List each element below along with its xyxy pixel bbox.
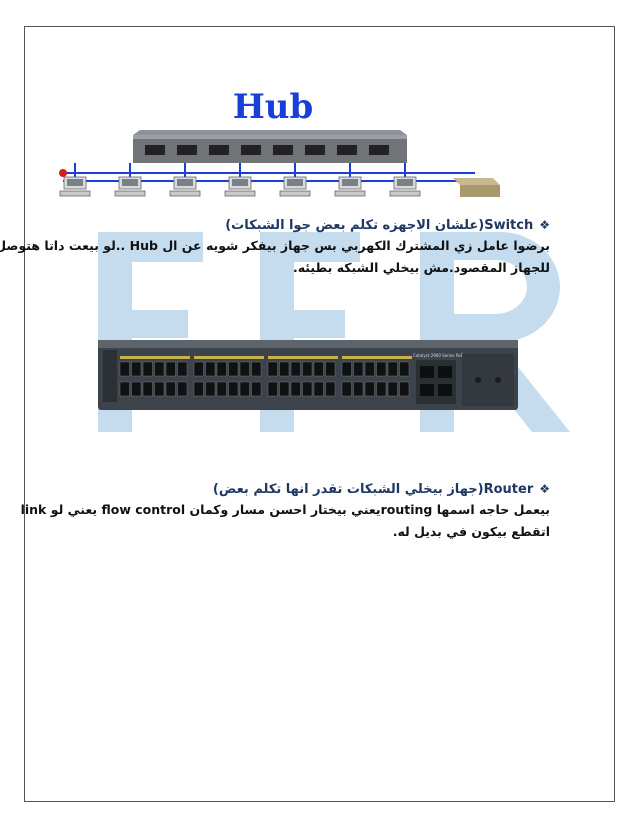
switch-line-2: للجهاز المقصود.مش بيخلي الشبكه بطيئه. bbox=[292, 260, 550, 275]
switch-port bbox=[142, 361, 153, 377]
hub-port bbox=[369, 145, 389, 155]
switch-port bbox=[239, 361, 250, 377]
switch-port bbox=[353, 381, 364, 397]
switch-port bbox=[313, 381, 324, 397]
switch-port bbox=[239, 381, 250, 397]
switch-port bbox=[302, 361, 313, 377]
switch-port bbox=[387, 361, 398, 377]
switch-port bbox=[279, 361, 290, 377]
bus-terminator-dot bbox=[59, 169, 67, 177]
switch-port bbox=[193, 381, 204, 397]
switch-heading-text: (علشان الاجهزه تكلم بعض جوا الشبكات) bbox=[225, 218, 485, 233]
computer-icon bbox=[334, 176, 366, 197]
hub-port bbox=[337, 145, 357, 155]
switch-port bbox=[251, 361, 262, 377]
switch-port bbox=[267, 381, 278, 397]
switch-port bbox=[267, 361, 278, 377]
switch-port bbox=[177, 381, 188, 397]
switch-port bbox=[302, 381, 313, 397]
computer-icon bbox=[279, 176, 311, 197]
computer-icon bbox=[169, 176, 201, 197]
switch-port bbox=[142, 381, 153, 397]
switch-port bbox=[119, 381, 130, 397]
switch-port bbox=[119, 361, 130, 377]
switch-port bbox=[193, 361, 204, 377]
switch-port bbox=[290, 361, 301, 377]
port-group-led-strip bbox=[268, 356, 338, 359]
router-heading-term: Router bbox=[483, 482, 534, 497]
switch-port bbox=[131, 381, 142, 397]
hub-port bbox=[177, 145, 197, 155]
switch-port bbox=[165, 361, 176, 377]
hub-port bbox=[145, 145, 165, 155]
router-section: ❖ Router(جهاز بيخلي الشبكات تقدر انها تكل… bbox=[21, 482, 550, 543]
hub-port bbox=[209, 145, 229, 155]
switch-port bbox=[177, 361, 188, 377]
hub-port bbox=[241, 145, 261, 155]
switch-port bbox=[131, 361, 142, 377]
switch-port bbox=[399, 361, 410, 377]
bullet-icon: ❖ bbox=[539, 482, 550, 496]
switch-port bbox=[353, 361, 364, 377]
terminator-device bbox=[453, 178, 500, 197]
switch-port bbox=[364, 361, 375, 377]
switch-port bbox=[154, 381, 165, 397]
switch-port bbox=[325, 361, 336, 377]
router-heading-text: (جهاز بيخلي الشبكات تقدر انها تكلم بعض) bbox=[212, 482, 484, 497]
switch-port bbox=[216, 361, 227, 377]
hub-label: Hub bbox=[233, 87, 314, 127]
hub-port bbox=[305, 145, 325, 155]
bullet-icon: ❖ bbox=[539, 218, 550, 232]
switch-port bbox=[228, 361, 239, 377]
computer-icon bbox=[114, 176, 146, 197]
switch-port bbox=[376, 361, 387, 377]
switch-port bbox=[205, 361, 216, 377]
switch-port bbox=[341, 361, 352, 377]
switch-port bbox=[325, 381, 336, 397]
port-group-led-strip bbox=[120, 356, 190, 359]
switch-port bbox=[228, 381, 239, 397]
switch-heading: ❖ Switch(علشان الاجهزه تكلم بعض جوا الشبك… bbox=[0, 218, 550, 233]
switch-model-label: Catalyst 2960 Series PoE bbox=[413, 353, 463, 358]
switch-port bbox=[165, 381, 176, 397]
hub-device bbox=[133, 130, 407, 163]
switch-image: Catalyst 2960 Series PoE bbox=[98, 340, 518, 410]
switch-port bbox=[279, 381, 290, 397]
switch-section: ❖ Switch(علشان الاجهزه تكلم بعض جوا الشبك… bbox=[0, 218, 550, 279]
switch-port bbox=[387, 381, 398, 397]
switch-port bbox=[154, 361, 165, 377]
router-line-1: بيعمل حاجه اسمها routingيعني بيختار احسن… bbox=[20, 502, 550, 517]
switch-port bbox=[313, 361, 324, 377]
hub-diagram: Hub bbox=[59, 87, 500, 197]
router-line-2: اتقطع بيكون في بديل له. bbox=[392, 524, 550, 539]
switch-port bbox=[216, 381, 227, 397]
switch-port bbox=[364, 381, 375, 397]
switch-line-1: برضوا عامل زي المشترك الكهربي بس جهاز بي… bbox=[0, 238, 550, 253]
switch-port bbox=[290, 381, 301, 397]
switch-heading-term: Switch bbox=[484, 218, 534, 233]
switch-port bbox=[341, 381, 352, 397]
hub-port bbox=[273, 145, 293, 155]
switch-port bbox=[376, 381, 387, 397]
port-group-led-strip bbox=[194, 356, 264, 359]
switch-port bbox=[399, 381, 410, 397]
computer-icon bbox=[389, 176, 421, 197]
switch-port bbox=[251, 381, 262, 397]
computer-icon bbox=[224, 176, 256, 197]
router-heading: ❖ Router(جهاز بيخلي الشبكات تقدر انها تكل… bbox=[21, 482, 550, 497]
switch-port bbox=[205, 381, 216, 397]
page-border bbox=[24, 26, 615, 802]
port-group-led-strip bbox=[342, 356, 412, 359]
computer-icon bbox=[59, 176, 91, 197]
